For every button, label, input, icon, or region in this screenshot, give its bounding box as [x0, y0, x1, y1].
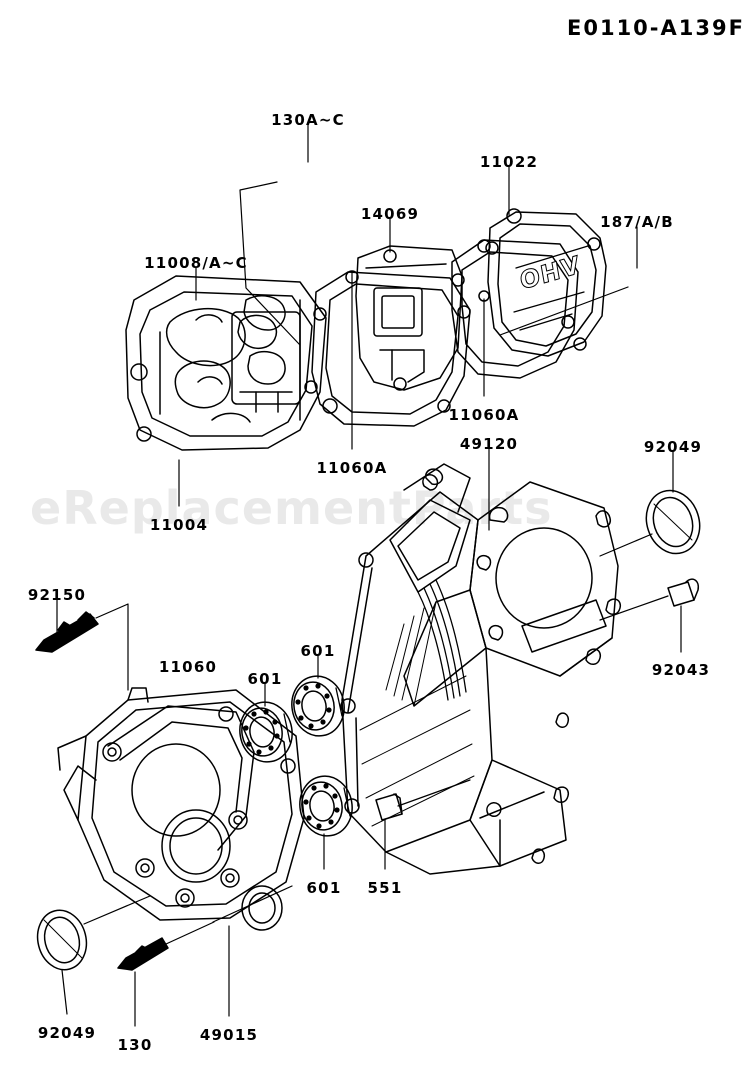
part-label-92049-upper: 92049 [643, 438, 703, 456]
part-label-92049-lower: 92049 [37, 1024, 97, 1042]
part-label-601-c: 601 [306, 879, 342, 897]
breather-plate-part [355, 245, 463, 391]
part-label-49120: 49120 [459, 435, 519, 453]
part-label-11060: 11060 [158, 658, 218, 676]
head-cover-gasket-part [451, 239, 579, 379]
part-label-601-b: 601 [300, 642, 336, 660]
part-label-11022: 11022 [479, 153, 539, 171]
leader-lines-bearings [264, 655, 386, 870]
pin-551-part [375, 793, 403, 821]
crankcase-cover-part [57, 687, 305, 931]
dowel-pin-part [667, 578, 700, 607]
head-gasket-part [311, 270, 471, 427]
part-label-14069: 14069 [360, 205, 420, 223]
oil-seal-lower-part [36, 909, 88, 971]
part-label-49015: 49015 [199, 1026, 259, 1044]
crankcase-cylinder-part [340, 463, 622, 875]
ball-bearing-b-part [291, 675, 345, 737]
head-cover-part [485, 208, 607, 357]
ball-bearing-c-part [299, 775, 353, 837]
bolt-130-part [117, 937, 169, 971]
part-label-11008: 11008/A~C [144, 254, 248, 272]
part-label-92043: 92043 [651, 661, 711, 679]
part-label-601-a: 601 [247, 670, 283, 688]
diagram-title: E0110-A139F [567, 16, 745, 40]
ball-bearing-a-part [239, 701, 293, 763]
stud-bolt-part [35, 611, 99, 653]
part-label-551: 551 [367, 879, 403, 897]
part-label-130a-c: 130A~C [271, 111, 345, 129]
part-label-11060a-right: 11060A [448, 406, 520, 424]
leader-lines-top [178, 123, 674, 531]
cylinder-head-part [125, 275, 327, 451]
part-label-130: 130 [117, 1036, 153, 1054]
part-label-11060a-mid: 11060A [316, 459, 388, 477]
oil-seal-upper-part [645, 489, 701, 555]
part-label-11004: 11004 [149, 516, 209, 534]
part-label-92150: 92150 [27, 586, 87, 604]
part-label-187: 187/A/B [600, 213, 674, 231]
